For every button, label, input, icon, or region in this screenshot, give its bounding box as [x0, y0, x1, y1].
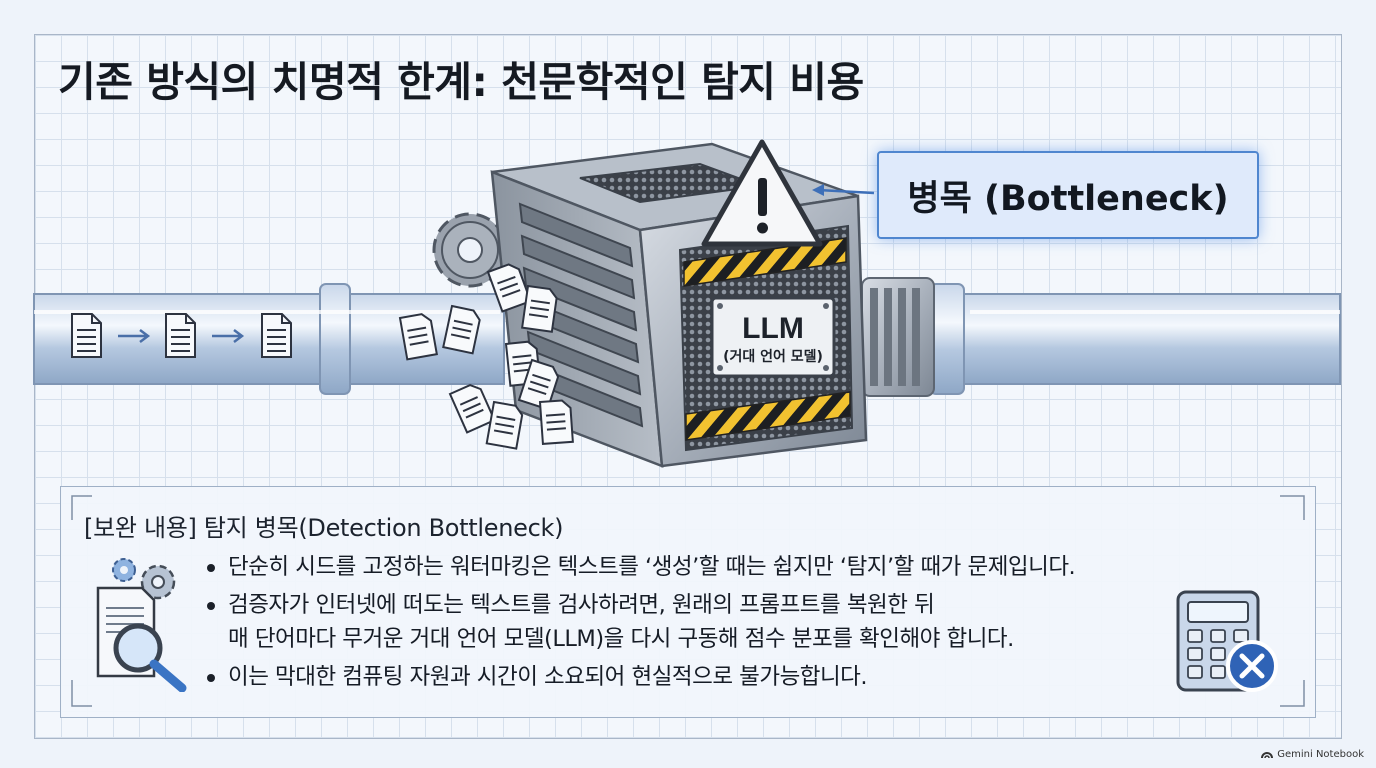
cancel-icon	[1226, 640, 1278, 692]
gear-icon	[112, 558, 176, 600]
bullet-text: 검증자가 인터넷에 떠도는 텍스트를 검사하려면, 원래의 프롬프트를 복원한 …	[228, 592, 935, 618]
notebook-logo-icon	[1261, 751, 1274, 758]
bullet-text: 이는 막대한 컴퓨팅 자원과 시간이 소요되어 현실적으로 불가능합니다.	[228, 664, 868, 690]
bullet-item: 단순히 시드를 고정하는 워터마킹은 텍스트를 ‘생성’할 때는 쉽지만 ‘탐지…	[204, 550, 1076, 584]
page-title: 기존 방식의 치명적 한계: 천문학적인 탐지 비용	[58, 58, 864, 106]
bullet-list: 단순히 시드를 고정하는 워터마킹은 텍스트를 ‘생성’할 때는 쉽지만 ‘탐지…	[204, 550, 1076, 694]
inspection-illustration	[96, 558, 187, 692]
bullet-item: 이는 막대한 컴퓨팅 자원과 시간이 소요되어 현실적으로 불가능합니다.	[204, 660, 1075, 694]
bottleneck-callout: 병목 (Bottleneck)	[877, 151, 1259, 239]
brand-text: Gemini Notebook	[1277, 749, 1364, 760]
arrowhead-icon	[812, 184, 824, 196]
output-pipe	[861, 277, 1341, 397]
callout-arrow	[817, 188, 875, 195]
warning-icon	[701, 139, 823, 247]
document-icon	[71, 313, 102, 358]
document-icon	[165, 313, 196, 358]
bullet-item: 검증자가 인터넷에 떠도는 텍스트를 검사하려면, 원래의 프롬프트를 복원한 …	[204, 588, 1075, 656]
document-icon	[261, 313, 292, 358]
info-panel	[60, 486, 1316, 718]
llm-sublabel: (거대 언어 모델)	[723, 348, 823, 365]
llm-label: LLM	[742, 312, 804, 345]
bullet-text: 매 단어마다 무거운 거대 언어 모델(LLM)을 다시 구동해 점수 분포를 …	[228, 626, 1014, 652]
bullet-text: 단순히 시드를 고정하는 워터마킹은 텍스트를 ‘생성’할 때는 쉽지만 ‘탐지…	[228, 554, 1076, 580]
arrow-right-icon	[212, 329, 245, 343]
arrow-right-icon	[118, 329, 151, 343]
calculator-icon	[1176, 590, 1278, 692]
spilled-documents	[398, 263, 574, 450]
panel-title: [보완 내용] 탐지 병목(Detection Bottleneck)	[84, 514, 564, 542]
magnifier-icon	[113, 623, 187, 692]
brand-watermark: Gemini Notebook	[1261, 749, 1364, 760]
